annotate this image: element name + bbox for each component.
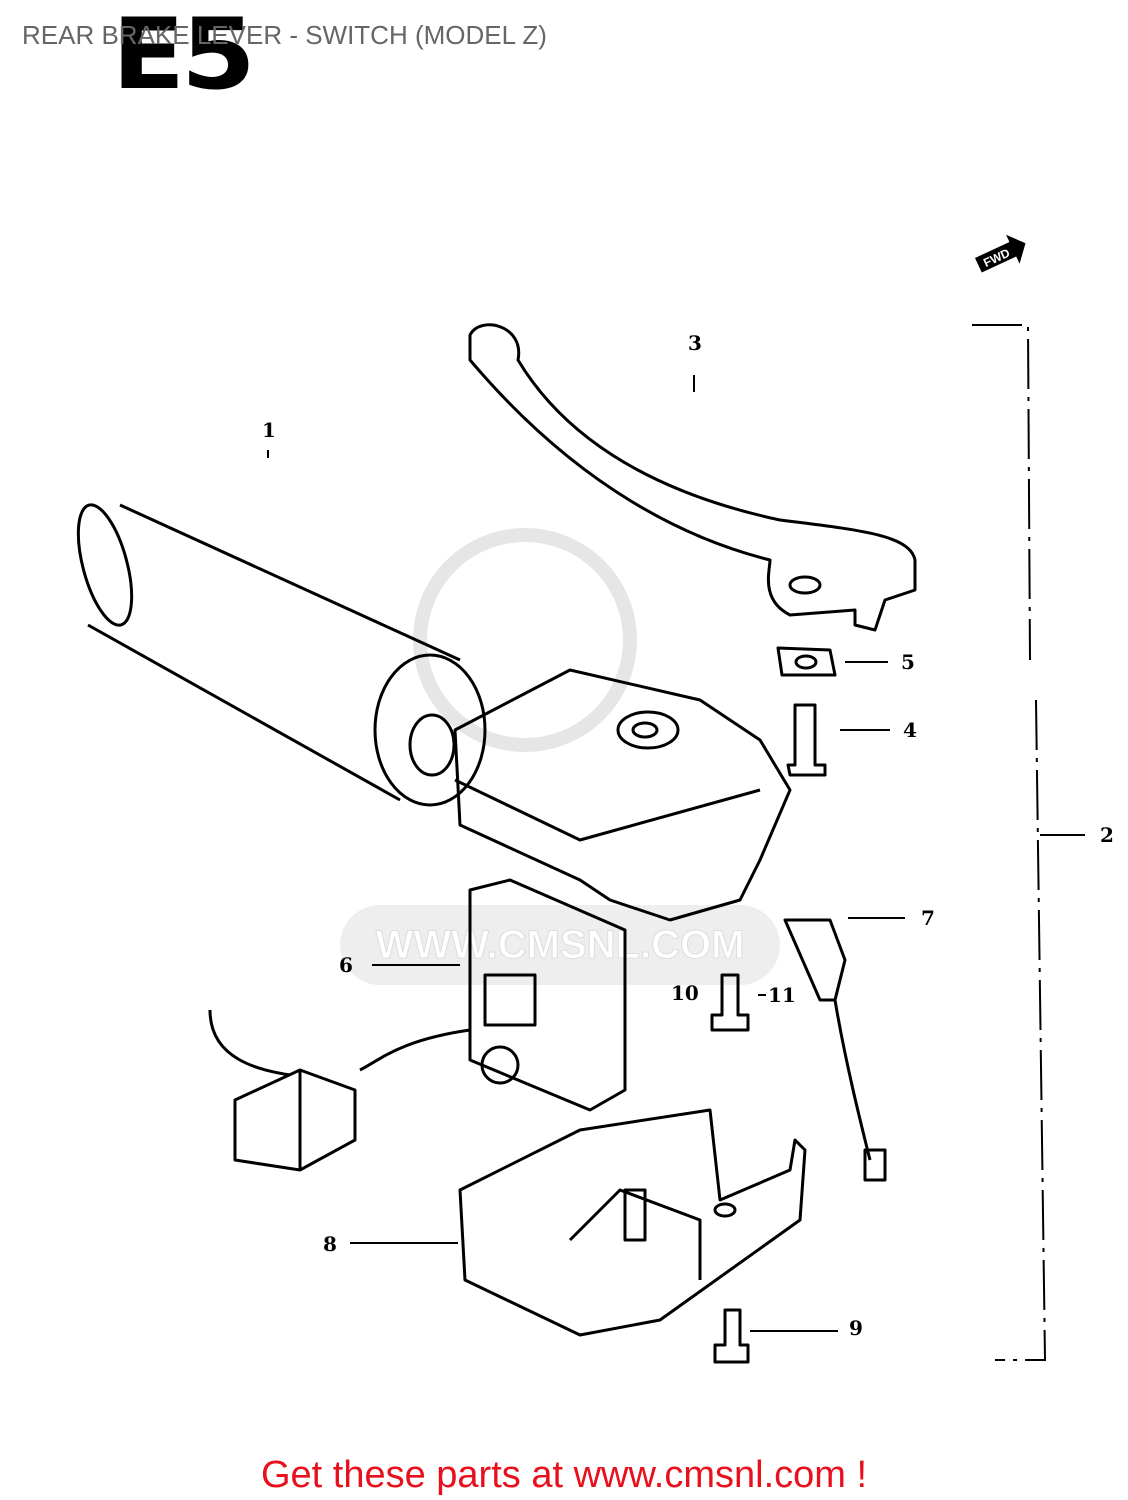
- callout-7: 7: [921, 906, 935, 930]
- callout-11: 11: [768, 983, 796, 1007]
- page-title: REAR BRAKE LEVER - SWITCH (MODEL Z): [22, 20, 547, 50]
- fwd-arrow-icon: FWD: [975, 234, 1026, 273]
- callout-2: 2: [1100, 823, 1114, 847]
- callout-9: 9: [849, 1316, 863, 1340]
- part-lever: [468, 323, 917, 632]
- callout-1: 1: [262, 418, 276, 442]
- leader-lines: [267, 324, 1085, 1361]
- part-lever-holder: [453, 668, 792, 922]
- fwd-label: FWD: [981, 246, 1012, 270]
- part-screw-11: [710, 973, 750, 1032]
- watermark-text: WWW.CMSNL.COM: [376, 923, 745, 967]
- part-grip: [76, 503, 487, 807]
- part-washer: [776, 646, 837, 677]
- part-cover: [458, 1108, 807, 1337]
- part-brake-switch: [783, 918, 887, 1182]
- callout-8: 8: [323, 1232, 337, 1256]
- callout-5: 5: [901, 650, 915, 674]
- callout-3: 3: [688, 331, 702, 355]
- footer-link[interactable]: Get these parts at www.cmsnl.com !: [260, 1454, 868, 1496]
- callout-10: 10: [671, 981, 699, 1005]
- part-screw-9: [713, 1308, 750, 1364]
- section-code: E5: [111, 0, 256, 112]
- part-pivot-bolt: [786, 703, 827, 777]
- callout-4: 4: [903, 718, 917, 742]
- callout-labels: 1 2 3 4 5 6 7 8 9 10 11: [262, 331, 1114, 1340]
- part-switch: [208, 878, 627, 1172]
- watermark-logo: WWW.CMSNL.COM: [340, 528, 780, 985]
- callout-6: 6: [339, 953, 353, 977]
